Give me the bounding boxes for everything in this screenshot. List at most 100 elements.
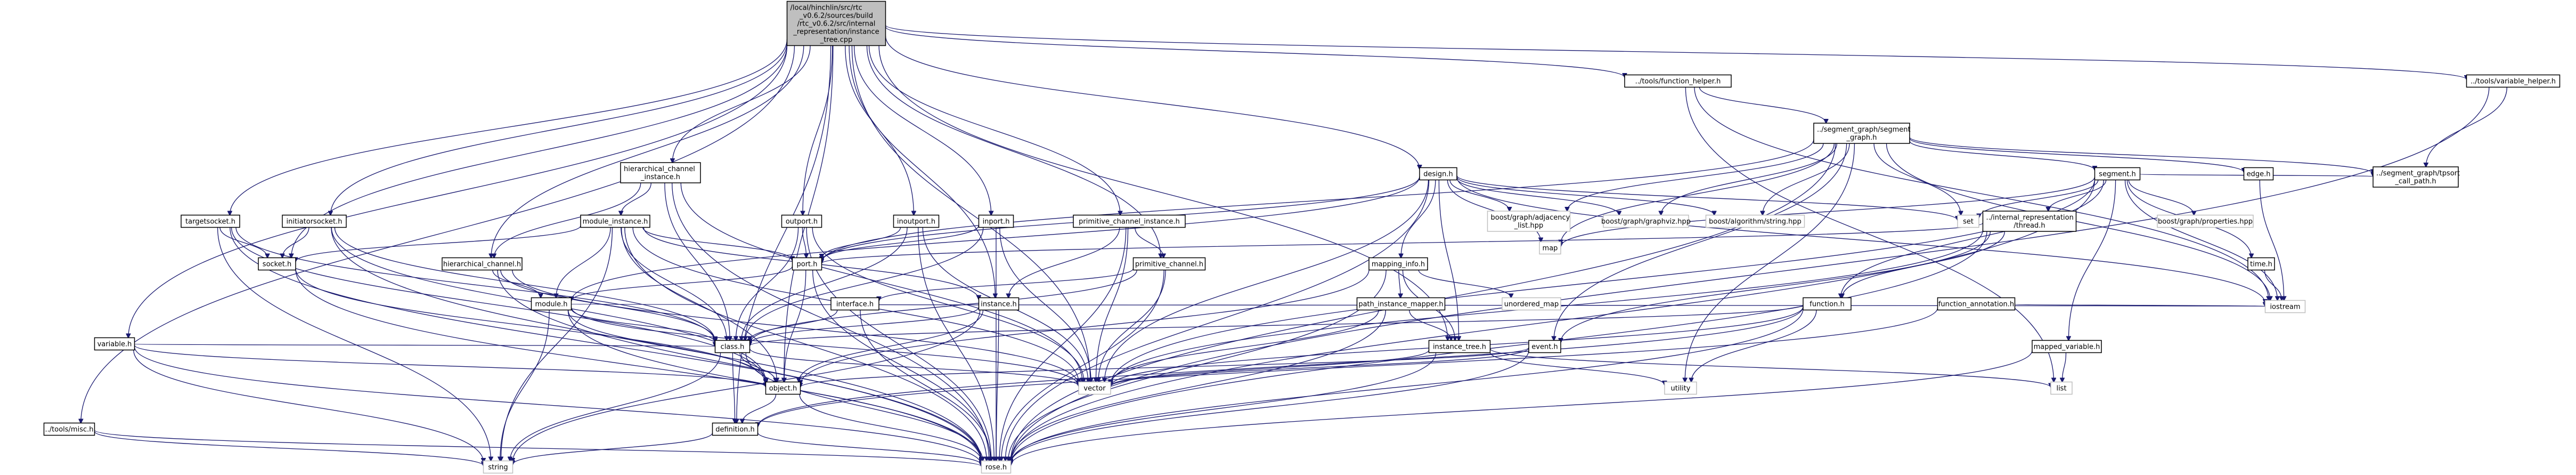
edge-root-to-misc xyxy=(81,45,795,423)
edge-class-to-rose xyxy=(745,352,983,461)
node-edge[interactable]: edge.h xyxy=(2243,167,2274,181)
edge-event-to-rose xyxy=(1011,350,1529,464)
edge-edge-to-iostream xyxy=(2259,180,2284,301)
edge-mapped-variable-to-rose xyxy=(1011,350,2033,465)
edge-hier-chan-to-module xyxy=(492,270,541,298)
edge-root-to-prim-inst xyxy=(868,45,1121,215)
node-module[interactable]: module.h xyxy=(531,297,572,311)
node-inoutport[interactable]: inoutport.h xyxy=(893,214,940,228)
node-box xyxy=(786,1,886,46)
node-inport[interactable]: inport.h xyxy=(978,214,1014,228)
node-prim-chan[interactable]: primitive_channel.h xyxy=(1132,257,1206,271)
node-label: ../segment_graph/segment xyxy=(1817,126,1911,134)
node-definition[interactable]: definition.h xyxy=(712,422,759,436)
edge-root-to-design xyxy=(885,36,1420,169)
node-root[interactable]: /local/hinchlin/src/rtc_v0.6.2/sources/b… xyxy=(786,1,886,46)
node-box xyxy=(1539,241,1561,255)
node-ir-thread[interactable]: ../internal_representation/thread.h xyxy=(1982,211,2077,232)
edge-segment-graph-to-iostream xyxy=(1886,143,2270,301)
node-event[interactable]: event.h xyxy=(1528,340,1561,353)
node-box xyxy=(1078,381,1111,395)
edge-function-annotation-to-definition xyxy=(758,308,1938,426)
node-box xyxy=(792,257,822,271)
node-box xyxy=(2466,74,2561,88)
node-label: primitive_channel_instance.h xyxy=(1079,218,1180,226)
node-box xyxy=(2243,167,2274,181)
edge-mapping-info-to-path-mapper xyxy=(1399,270,1400,298)
edge-design-to-vector xyxy=(1105,180,1429,382)
node-object[interactable]: object.h xyxy=(765,381,801,395)
node-function-helper[interactable]: ../tools/function_helper.h xyxy=(1624,74,1732,88)
node-instance-tree[interactable]: instance_tree.h xyxy=(1428,340,1491,353)
node-time[interactable]: time.h xyxy=(2247,257,2275,271)
node-initiatorsocket[interactable]: initiatorsocket.h xyxy=(282,214,347,228)
node-label: /local/hinchlin/src/rtc xyxy=(790,4,862,12)
node-function-annotation[interactable]: function_annotation.h xyxy=(1937,297,2016,311)
edge-module-instance-to-port xyxy=(642,227,793,261)
node-box xyxy=(1419,167,1457,181)
edge-segment-to-ir-thread xyxy=(2048,180,2107,212)
edge-hier-inst-to-vector xyxy=(680,182,1082,382)
node-prim-inst[interactable]: primitive_channel_instance.h xyxy=(1073,214,1186,228)
node-socket[interactable]: socket.h xyxy=(258,257,296,271)
node-box xyxy=(981,460,1012,474)
edge-outport-to-port xyxy=(802,227,806,258)
node-design[interactable]: design.h xyxy=(1419,167,1457,181)
edge-inoutport-to-rose xyxy=(918,227,994,461)
edge-instance-to-rose xyxy=(996,310,999,461)
node-module-instance[interactable]: module_instance.h xyxy=(580,214,650,228)
node-box xyxy=(620,162,701,183)
node-box xyxy=(1428,340,1491,353)
edge-prim-chan-to-vector xyxy=(1098,270,1166,382)
node-instance[interactable]: instance.h xyxy=(978,297,1020,311)
node-class[interactable]: class.h xyxy=(714,340,751,353)
node-vector: vector xyxy=(1078,381,1111,395)
edge-root-to-instance xyxy=(849,45,995,298)
node-box xyxy=(978,297,1020,311)
edge-object-to-rose xyxy=(799,394,981,462)
node-mapped-variable[interactable]: mapped_variable.h xyxy=(2032,340,2102,353)
node-interface[interactable]: interface.h xyxy=(830,297,879,311)
node-label: primitive_channel.h xyxy=(1135,261,1203,269)
edge-mapping-info-to-unordered-map xyxy=(1418,270,1511,298)
node-label: class.h xyxy=(721,343,745,351)
node-mapping-info[interactable]: mapping_info.h xyxy=(1368,257,1428,271)
edge-function-to-class xyxy=(750,304,1804,346)
edge-root-to-outport xyxy=(803,45,833,215)
edge-segment-graph-to-set xyxy=(1873,143,1961,215)
edge-interface-to-class xyxy=(750,310,838,341)
edge-misc-to-string xyxy=(94,431,484,465)
node-box xyxy=(1603,214,1689,228)
edge-mapped-variable-to-list xyxy=(2063,352,2067,382)
node-iostream: iostream xyxy=(2264,300,2306,313)
node-variable-helper[interactable]: ../tools/variable_helper.h xyxy=(2466,74,2561,88)
node-map: map xyxy=(1539,241,1561,255)
node-label: ../segment_graph/tpsort xyxy=(2376,170,2460,178)
node-path-mapper[interactable]: path_instance_mapper.h xyxy=(1356,297,1446,311)
node-algo-string: boost/algorithm/string.hpp xyxy=(1705,214,1805,228)
node-box xyxy=(978,214,1014,228)
node-call-path[interactable]: ../segment_graph/tpsort_call_path.h xyxy=(2373,166,2460,188)
node-misc[interactable]: ../tools/misc.h xyxy=(43,422,95,436)
node-box xyxy=(1073,214,1186,228)
node-label: rose.h xyxy=(985,464,1007,472)
node-label: interface.h xyxy=(836,301,874,309)
node-outport[interactable]: outport.h xyxy=(781,214,822,228)
edge-design-to-mapping-info xyxy=(1401,180,1436,258)
node-segment[interactable]: segment.h xyxy=(2094,167,2141,181)
edge-class-to-string xyxy=(510,352,721,461)
node-variable[interactable]: variable.h xyxy=(94,337,135,351)
edge-root-to-hier-chan xyxy=(491,45,804,258)
node-utility: utility xyxy=(1664,381,1697,395)
edge-module-to-class xyxy=(570,308,715,343)
edge-instance-tree-to-vector xyxy=(1111,350,1430,387)
edge-prim-chan-to-interface xyxy=(879,268,1134,301)
node-targetsocket[interactable]: targetsocket.h xyxy=(181,214,240,228)
node-hier-inst[interactable]: hierarchical_channel_instance.h xyxy=(620,162,701,183)
node-function[interactable]: function.h xyxy=(1803,297,1852,311)
node-box xyxy=(830,297,879,311)
node-port[interactable]: port.h xyxy=(792,257,822,271)
node-label: inport.h xyxy=(983,218,1010,226)
node-segment-graph[interactable]: ../segment_graph/segment_graph.h xyxy=(1813,123,1911,144)
node-hier-chan[interactable]: hierarchical_channel.h xyxy=(442,257,523,271)
